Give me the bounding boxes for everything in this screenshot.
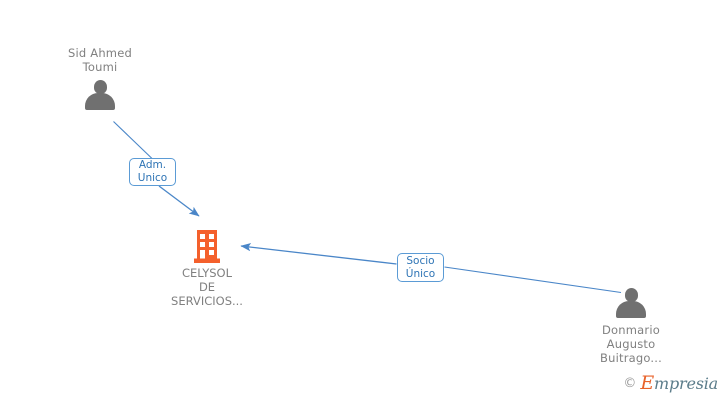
node-person-left[interactable]: Sid Ahmed Toumi [53, 46, 147, 110]
copyright-icon: © [623, 375, 637, 391]
empresia-logo-initial: E [640, 372, 654, 394]
node-person-left-label: Sid Ahmed Toumi [68, 46, 132, 74]
relation-box-adm-unico[interactable]: Adm. Unico [129, 158, 176, 186]
empresia-logo-rest: mpresia [654, 374, 718, 393]
empresia-logo-text: Empresia [640, 372, 718, 394]
person-icon [83, 80, 117, 110]
relation-box-socio-unico[interactable]: Socio Único [397, 253, 444, 282]
person-head [93, 80, 107, 94]
node-company-label: CELYSOL DE SERVICIOS... [171, 266, 243, 308]
node-company[interactable]: CELYSOL DE SERVICIOS... [162, 230, 252, 308]
person-icon [614, 288, 648, 318]
edge-socio-box-to-company [240, 242, 397, 265]
person-body [616, 301, 646, 318]
person-body [85, 93, 115, 110]
edge-person-left-to-adm-box [113, 121, 153, 159]
person-head [624, 288, 638, 302]
node-person-right-label: Donmario Augusto Buitrago... [600, 323, 662, 365]
node-person-right[interactable]: Donmario Augusto Buitrago... [586, 288, 676, 365]
building-icon [194, 230, 220, 263]
edge-adm-box-to-company [158, 185, 200, 217]
empresia-watermark: © Empresia [623, 372, 718, 394]
edge-person-right-to-socio-box [444, 266, 622, 294]
